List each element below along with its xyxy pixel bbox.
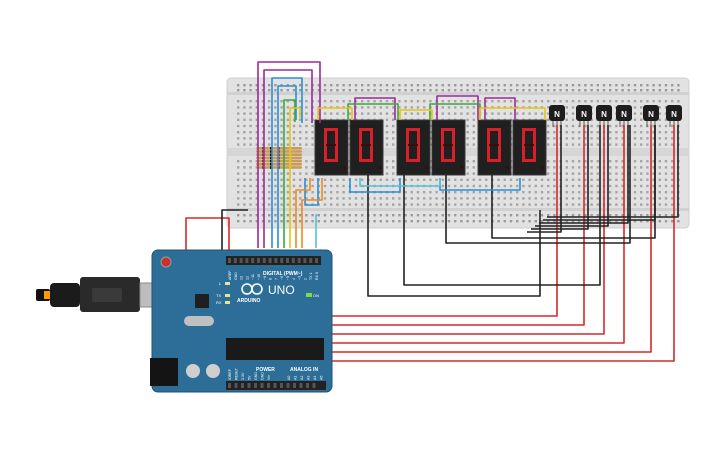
board-logo-text: ARDUINO <box>237 298 260 304</box>
header-pins <box>228 258 318 388</box>
wire-purple[interactable] <box>436 95 479 120</box>
pin-label: 8 <box>269 278 273 280</box>
seven-segment-display[interactable] <box>396 119 431 176</box>
pin-label: A4 <box>313 376 317 380</box>
wire-blue[interactable] <box>304 178 319 206</box>
arduino-uno-board[interactable]: UNO ARDUINO DIGITAL (PWM~) POWER ANALOG … <box>150 249 333 393</box>
npn-transistor[interactable]: N <box>596 105 612 127</box>
seven-segment-display[interactable] <box>512 119 547 176</box>
pin-label: 5V <box>248 375 252 380</box>
analog-header-label: ANALOG IN <box>290 367 318 373</box>
pin-label: AREF <box>228 270 232 280</box>
transistor-label: N <box>621 110 627 119</box>
wire-blue[interactable] <box>271 77 303 248</box>
pin-label: GND <box>261 372 265 380</box>
power-header-label: POWER <box>256 367 275 373</box>
tx-led-label: TX <box>216 293 221 298</box>
pin-label: Vin <box>267 375 271 380</box>
seven-segment-display[interactable] <box>314 119 349 176</box>
transistor-label: N <box>581 110 587 119</box>
transistor-label: N <box>601 110 607 119</box>
pin-label: A2 <box>300 376 304 380</box>
seven-segment-display[interactable] <box>349 119 384 176</box>
on-led-label: ON <box>313 293 319 298</box>
pin-label: ~9 <box>263 276 267 280</box>
wire-black[interactable] <box>445 125 631 244</box>
pin-label: 2 <box>303 278 307 280</box>
rx-led-label: RX <box>216 300 222 305</box>
wire-black[interactable] <box>539 125 629 224</box>
seven-segment-display[interactable] <box>431 119 466 176</box>
wire-black[interactable] <box>491 125 656 239</box>
pin-label: 12 <box>245 276 249 280</box>
pin-label: A3 <box>307 376 311 380</box>
wire-yellow[interactable] <box>479 107 546 120</box>
wire-green[interactable] <box>347 103 399 120</box>
wire-black[interactable] <box>531 125 589 230</box>
reset-button[interactable] <box>160 256 172 268</box>
wire-black[interactable] <box>367 175 541 297</box>
pin-label: 7 <box>274 278 278 280</box>
resistor-array[interactable] <box>256 147 302 169</box>
wire-black[interactable] <box>547 125 679 218</box>
npn-transistor[interactable]: N <box>666 105 682 127</box>
digital-header-label: DIGITAL (PWM~) <box>263 271 303 277</box>
wire-yellow[interactable] <box>289 107 301 248</box>
wire-black[interactable] <box>221 209 248 250</box>
pin-label: 3.3V <box>241 372 245 380</box>
wire-green[interactable] <box>283 99 296 248</box>
wire-purple[interactable] <box>257 61 321 248</box>
pin-label: 4 <box>292 278 296 280</box>
pin-label: TX 1 <box>309 272 313 280</box>
board-model: UNO <box>268 283 295 297</box>
wire-black[interactable] <box>535 125 609 227</box>
pin-label: GND <box>254 372 258 380</box>
seven-segment-display[interactable] <box>477 119 512 176</box>
pin-label: ~5 <box>286 276 290 280</box>
wire-black[interactable] <box>403 125 601 286</box>
pin-label: A0 <box>287 376 291 380</box>
pin-label: GND <box>234 272 238 280</box>
wire-orange[interactable] <box>301 178 323 248</box>
pin-label: A1 <box>294 376 298 380</box>
wire-purple[interactable] <box>263 69 313 248</box>
arduino-logo <box>241 283 263 295</box>
pin-label: RESET <box>235 367 239 380</box>
wire-blue[interactable] <box>349 178 401 193</box>
wire-purple[interactable] <box>484 97 516 120</box>
pin-label: 13 <box>240 276 244 280</box>
l-led-label: L <box>219 281 222 286</box>
npn-transistor[interactable]: N <box>643 105 659 127</box>
pin-label: A5 <box>320 376 324 380</box>
seven-segment-displays <box>314 119 547 176</box>
pin-label: ~11 <box>251 274 255 280</box>
pin-label: ~10 <box>257 274 261 280</box>
pin-label: RX 0 <box>315 272 319 280</box>
transistor-label: N <box>671 110 677 119</box>
pin-label: ~3 <box>298 276 302 280</box>
transistor-label: N <box>554 110 560 119</box>
wire-orange[interactable] <box>295 178 311 248</box>
wire-cyan[interactable] <box>315 214 318 248</box>
wire-purple[interactable] <box>354 97 396 120</box>
wire-yellow[interactable] <box>399 109 433 120</box>
pin-label: IOREF <box>228 368 232 380</box>
transistor-label: N <box>648 110 654 119</box>
npn-transistor[interactable]: N <box>576 105 592 127</box>
wire-cyan[interactable] <box>359 178 441 187</box>
wire-black[interactable] <box>527 125 562 233</box>
npn-transistor[interactable]: N <box>616 105 632 127</box>
wire-blue[interactable] <box>277 85 297 248</box>
wire-yellow[interactable] <box>317 107 353 120</box>
pin-label: ~6 <box>280 276 284 280</box>
